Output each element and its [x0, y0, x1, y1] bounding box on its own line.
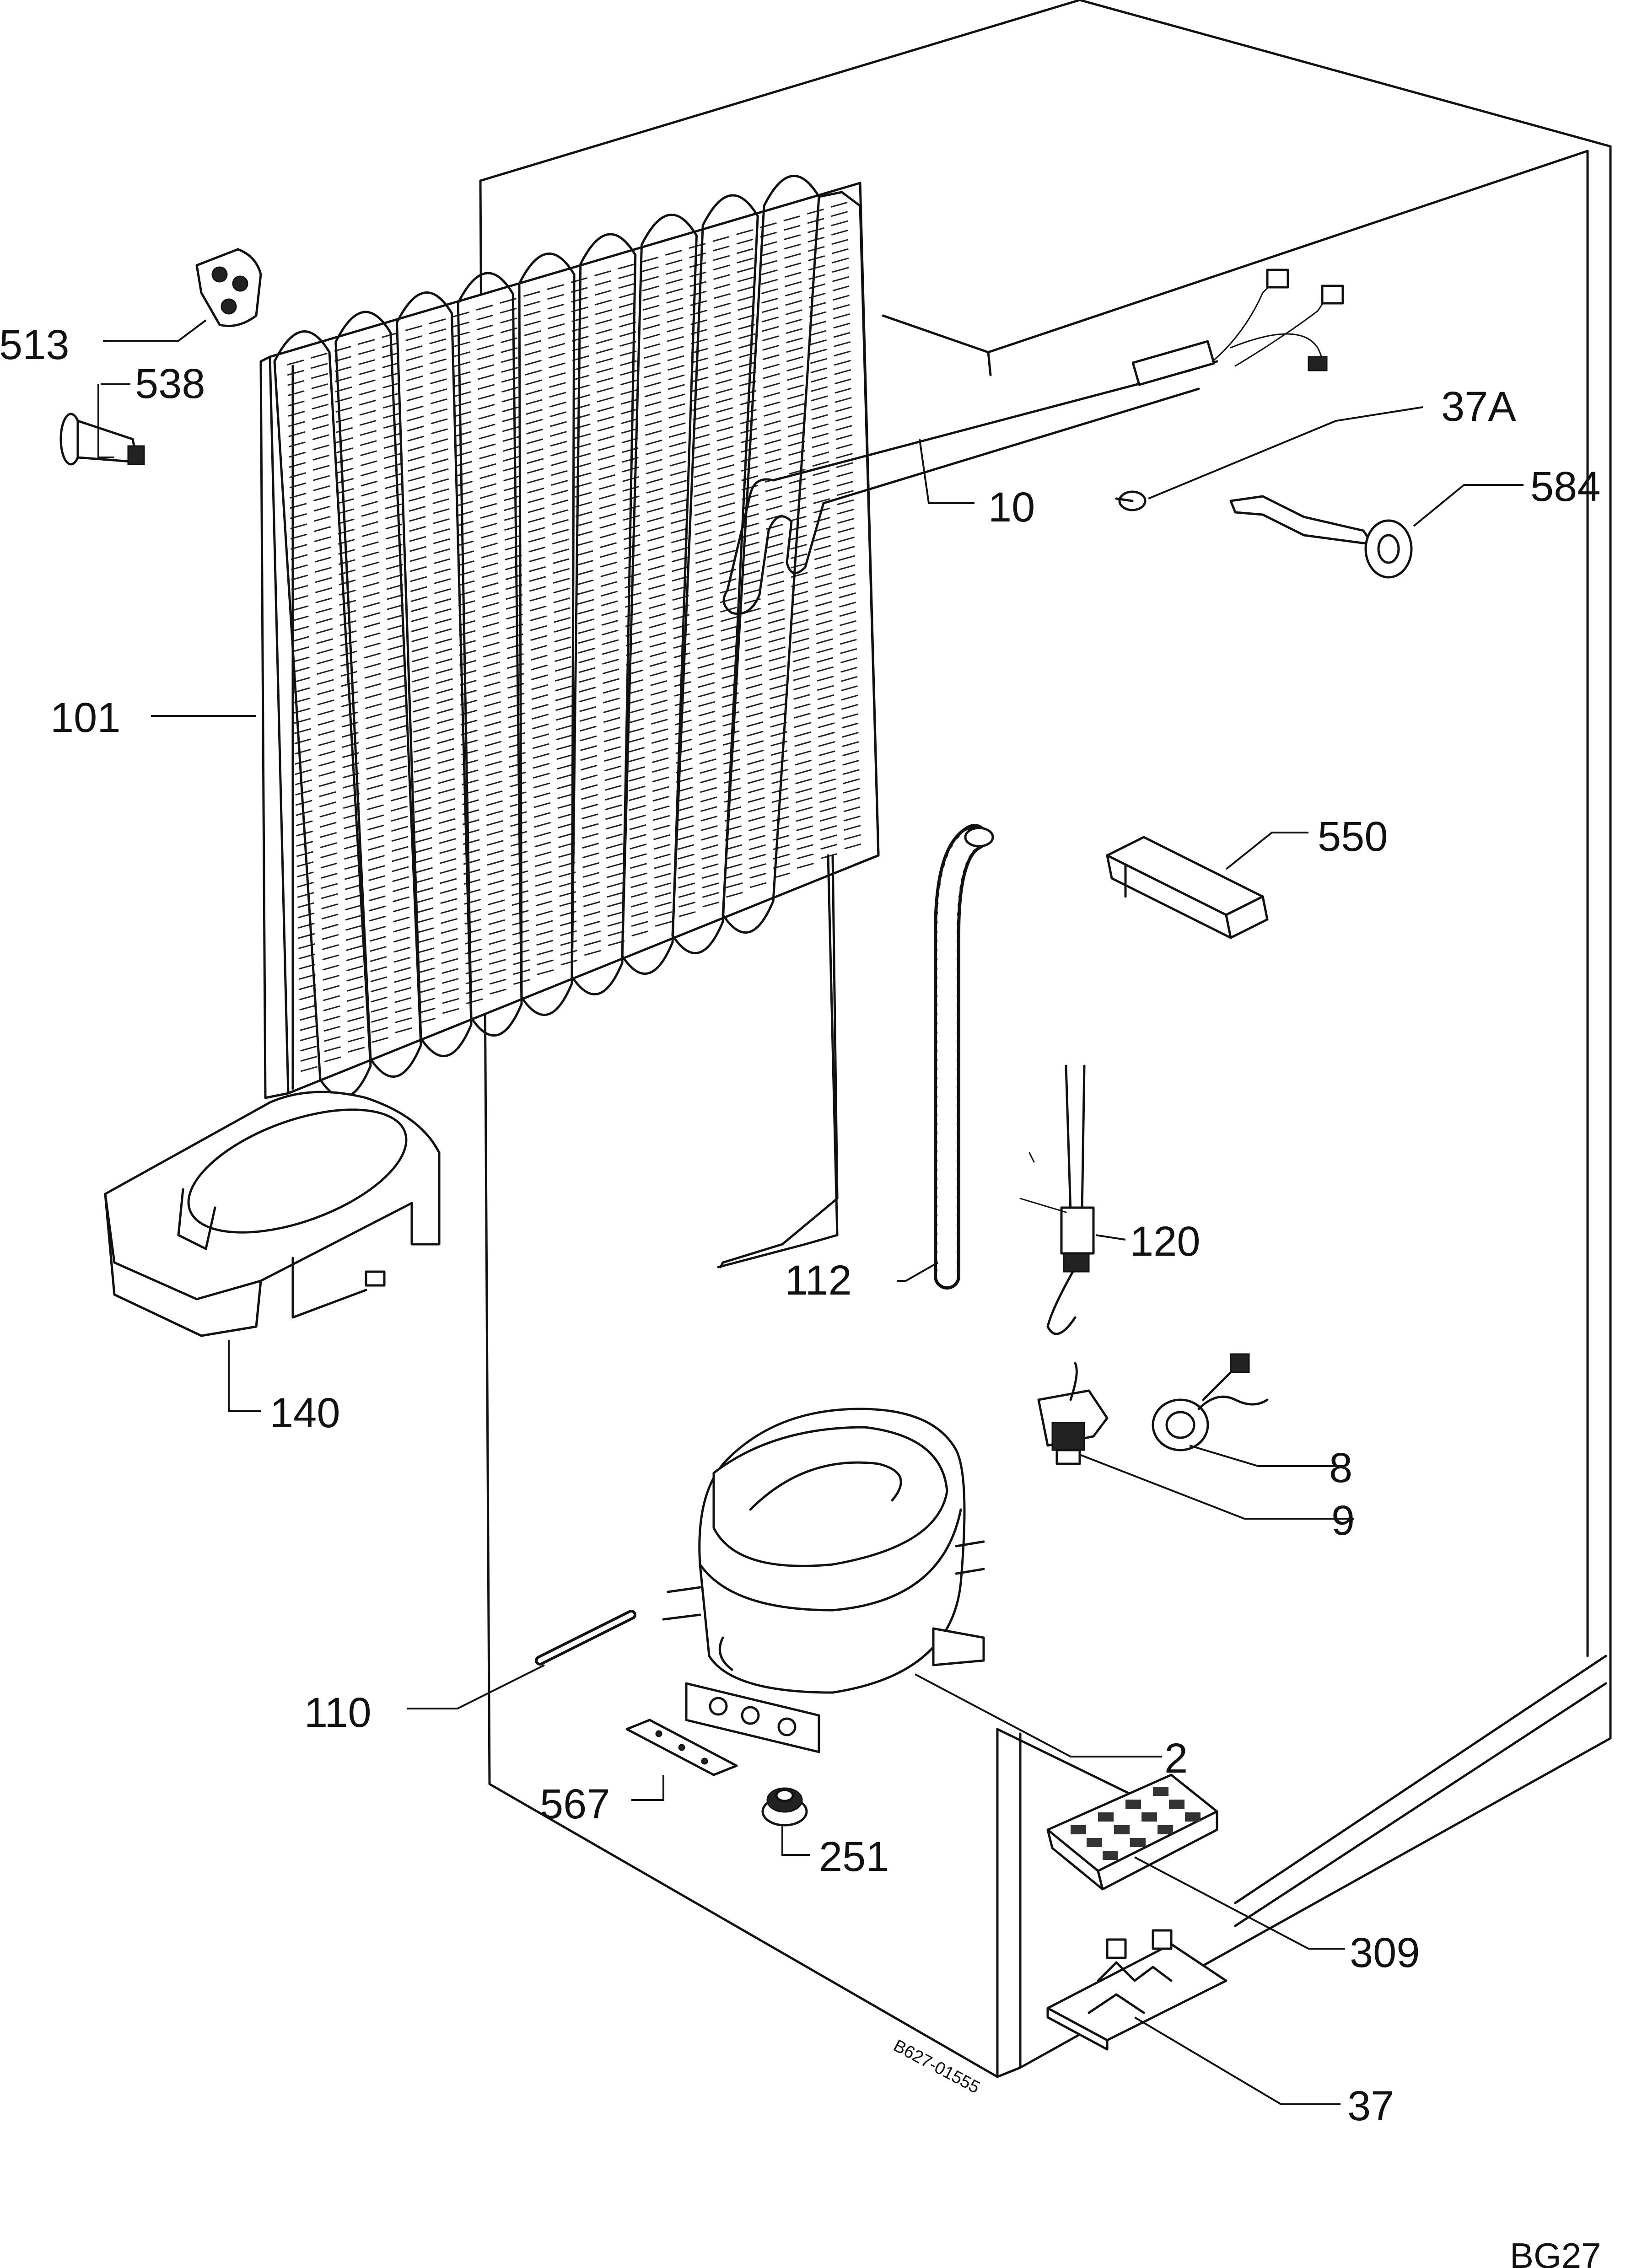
- drain-hose: [934, 824, 994, 1290]
- mounting-clip: [195, 248, 262, 327]
- bracket: [1106, 836, 1269, 939]
- sheet-code: BG27: [1510, 2236, 1601, 2268]
- label-251: 251: [819, 1833, 889, 1880]
- fixing-plug: [59, 413, 145, 466]
- label-101: 101: [50, 694, 121, 741]
- relay-cover: [1152, 1353, 1269, 1451]
- capillary-tube: [719, 854, 839, 1268]
- label-10: 10: [988, 484, 1035, 531]
- condenser: [259, 175, 880, 1268]
- label-2: 2: [1164, 1735, 1188, 1782]
- label-513: 513: [0, 322, 70, 368]
- label-120: 120: [1130, 1218, 1201, 1265]
- cable-grommet: [1229, 495, 1413, 579]
- start-relay: [1037, 1362, 1109, 1465]
- label-37a: 37A: [1441, 383, 1516, 430]
- leader-lines: [97, 319, 1524, 2105]
- label-112: 112: [785, 1257, 852, 1304]
- mounting-plate: [625, 1719, 738, 1776]
- screw: [1115, 490, 1147, 511]
- label-567: 567: [540, 1781, 610, 1827]
- terminal-block-cells: [1071, 1787, 1201, 1860]
- evaporation-tray: [104, 1091, 441, 1337]
- label-538: 538: [135, 360, 205, 407]
- label-584: 584: [1530, 463, 1601, 510]
- label-140: 140: [270, 1390, 340, 1436]
- label-309: 309: [1350, 1929, 1420, 1976]
- terminal-block: [1046, 1774, 1218, 1891]
- label-37: 37: [1347, 2083, 1394, 2129]
- label-9: 9: [1331, 1497, 1355, 1544]
- compressor: [662, 1408, 985, 1753]
- label-8: 8: [1329, 1445, 1352, 1491]
- terminal-box: [1046, 1929, 1228, 2051]
- drawing-reference: B627-01555: [890, 2036, 983, 2097]
- label-550: 550: [1318, 813, 1388, 860]
- rubber-grommet: [761, 1787, 808, 1827]
- thermostat-sensor: [1019, 1064, 1095, 1335]
- suction-pipe: [722, 269, 1344, 615]
- filter-drier: [535, 1610, 636, 1666]
- part-labels: 513 538 37A 584 10 101 550 112 120 140 8…: [0, 322, 1601, 2129]
- label-110: 110: [304, 1689, 372, 1736]
